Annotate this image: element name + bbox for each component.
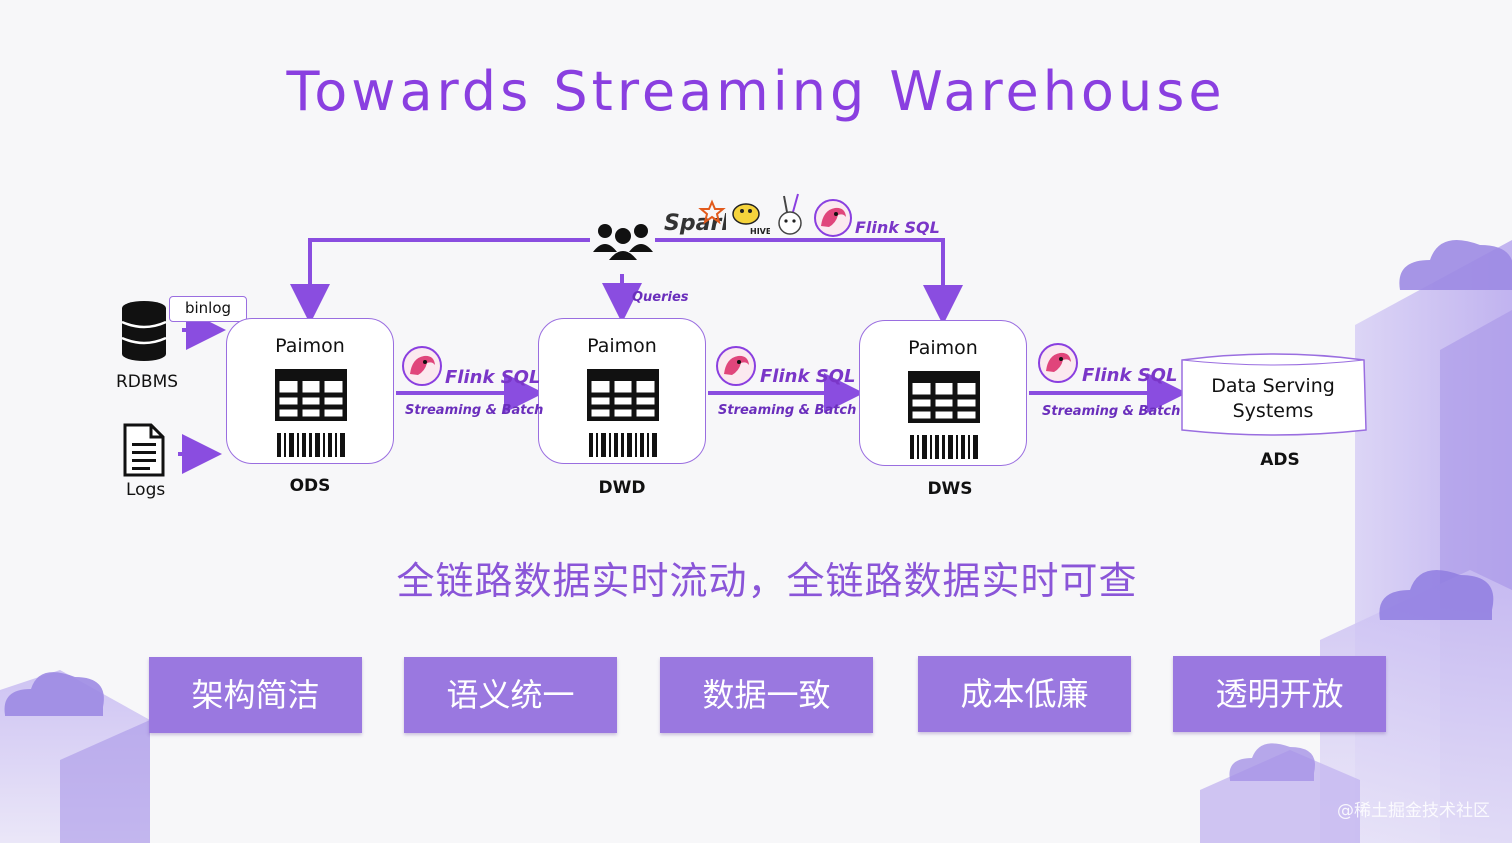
node-name: Paimon bbox=[275, 335, 345, 357]
binlog-tag: binlog bbox=[169, 296, 247, 322]
spark-logo-icon: Spark bbox=[664, 199, 726, 236]
node-name: Paimon bbox=[587, 335, 657, 357]
feature-box-3: 数据一致 bbox=[660, 657, 873, 733]
layer-label-ads: ADS bbox=[1260, 450, 1300, 470]
mode-label-3: Streaming & Batch bbox=[1042, 404, 1181, 419]
table-icon bbox=[587, 369, 659, 421]
cloud-icon bbox=[1399, 240, 1512, 290]
flink-label-3: Flink SQL bbox=[1082, 365, 1178, 386]
layer-label-dwd: DWD bbox=[598, 478, 646, 498]
feature-box-1: 架构简洁 bbox=[149, 657, 362, 733]
flink-squirrel-icon bbox=[402, 346, 442, 386]
ads-line2: Systems bbox=[1232, 400, 1314, 422]
feature-box-2: 语义统一 bbox=[404, 657, 617, 733]
flink-squirrel-icon bbox=[1038, 343, 1078, 383]
feature-box-5: 透明开放 bbox=[1173, 656, 1386, 732]
watermark: @稀土掘金技术社区 bbox=[1337, 801, 1490, 821]
ads-text: Data Serving Systems bbox=[1182, 374, 1364, 424]
logs-label: Logs bbox=[126, 480, 166, 500]
flink-sql-top-label: Flink SQL bbox=[855, 218, 940, 237]
page-title: Towards Streaming Warehouse bbox=[286, 60, 1226, 123]
query-line-right bbox=[655, 238, 963, 325]
ads-line1: Data Serving bbox=[1211, 375, 1335, 397]
flink-squirrel-icon bbox=[814, 199, 852, 237]
flink-label-2: Flink SQL bbox=[760, 366, 856, 387]
node-name: Paimon bbox=[908, 337, 978, 359]
table-icon bbox=[275, 369, 347, 421]
flink-label-1: Flink SQL bbox=[445, 367, 541, 388]
spark-label: Spark bbox=[664, 211, 726, 236]
presto-bunny-icon bbox=[778, 193, 802, 235]
hive-logo-icon: HIVE bbox=[732, 203, 770, 236]
cloud-icon bbox=[1229, 743, 1315, 781]
mode-label-2: Streaming & Batch bbox=[718, 403, 857, 418]
paimon-node-dws: Paimon bbox=[859, 320, 1027, 466]
hive-label: HIVE bbox=[750, 227, 770, 236]
tower-right-low bbox=[1320, 570, 1512, 843]
users-icon bbox=[593, 224, 653, 260]
tower-left-side bbox=[60, 720, 150, 843]
mode-label-1: Streaming & Batch bbox=[405, 403, 544, 418]
rdbms-label: RDBMS bbox=[116, 372, 179, 392]
barcode-icon bbox=[910, 435, 978, 459]
query-line-left bbox=[290, 238, 590, 324]
layer-label-ods: ODS bbox=[289, 476, 331, 496]
data-serving-cylinder bbox=[1181, 353, 1367, 436]
queries-label: Queries bbox=[632, 290, 689, 305]
database-icon bbox=[121, 301, 167, 361]
layer-label-dws: DWS bbox=[927, 479, 973, 499]
barcode-icon bbox=[277, 433, 345, 457]
flink-squirrel-icon bbox=[716, 346, 756, 386]
cloud-icon bbox=[1379, 570, 1494, 620]
barcode-icon bbox=[589, 433, 657, 457]
paimon-node-dwd: Paimon bbox=[538, 318, 706, 464]
table-icon bbox=[908, 371, 980, 423]
paimon-node-ods: Paimon bbox=[226, 318, 394, 464]
document-icon bbox=[123, 423, 165, 477]
cloud-icon bbox=[4, 672, 104, 716]
slogan: 全链路数据实时流动，全链路数据实时可查 bbox=[396, 559, 1138, 603]
feature-box-4: 成本低廉 bbox=[918, 656, 1131, 732]
